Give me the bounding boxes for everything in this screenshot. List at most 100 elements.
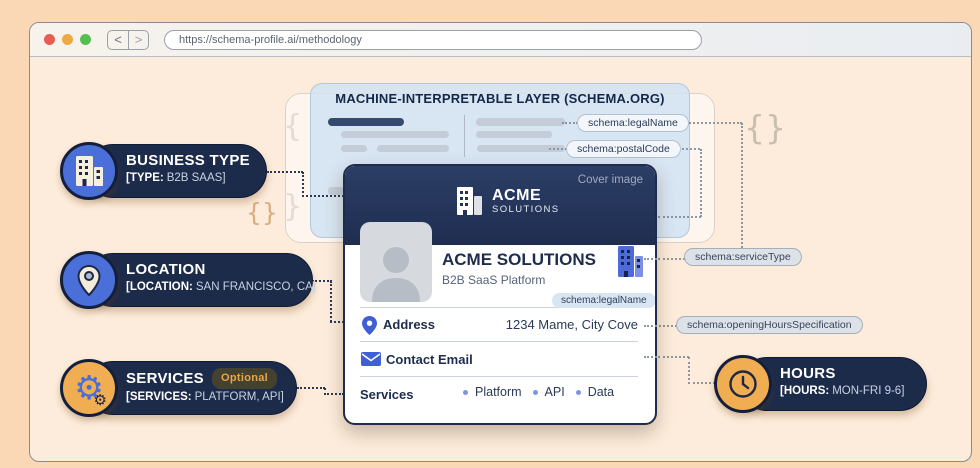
service-item: API bbox=[532, 385, 565, 399]
hours-pill: HOURS [HOURS:MON-FRI 9-6] bbox=[714, 355, 927, 413]
bullet-dot bbox=[532, 389, 538, 395]
connector-legalname bbox=[741, 123, 743, 248]
envelope-icon bbox=[361, 352, 381, 366]
card-divider bbox=[360, 376, 638, 377]
building-icon bbox=[76, 156, 103, 186]
pill-meta: [TYPE:B2B SAAS] bbox=[126, 172, 226, 184]
connector-servicetype bbox=[658, 258, 685, 260]
connector-openinghours bbox=[659, 325, 677, 327]
connector-hours bbox=[688, 382, 715, 384]
bullet-dot bbox=[575, 389, 581, 395]
placeholder-bar bbox=[377, 145, 449, 152]
pill-text: BUSINESS TYPE [TYPE:B2B SAAS] bbox=[126, 151, 250, 186]
services-label: Services bbox=[360, 387, 414, 402]
placeholder-bar bbox=[328, 187, 344, 195]
building-icon bbox=[457, 187, 482, 215]
connector-business-type bbox=[267, 171, 303, 173]
services-icon-circle: ⚙ ⚙ bbox=[60, 359, 118, 417]
logo-name: ACME bbox=[492, 187, 542, 204]
company-tagline: B2B SaaS Platform bbox=[442, 273, 546, 287]
back-button[interactable]: < bbox=[108, 31, 128, 49]
connector-postalcode bbox=[700, 149, 702, 217]
connector-services bbox=[324, 388, 326, 395]
hours-icon-circle bbox=[714, 355, 772, 413]
services-list: Platform API Data bbox=[463, 385, 614, 399]
card-logo: ACME SOLUTIONS bbox=[455, 184, 560, 218]
pill-background bbox=[86, 144, 267, 198]
card-divider bbox=[360, 307, 638, 308]
pill-meta: [HOURS:MON-FRI 9-6] bbox=[780, 385, 905, 397]
brace-pair-decoration-left: {} bbox=[246, 198, 278, 227]
close-window-button[interactable] bbox=[44, 34, 55, 45]
address-label: Address bbox=[383, 317, 436, 332]
pill-title: HOURS bbox=[780, 365, 836, 382]
connector-legalname bbox=[678, 122, 742, 124]
connector-location bbox=[330, 281, 332, 322]
address-value: 1234 Mame, City Cove bbox=[505, 317, 638, 332]
machine-layer-title: MACHINE-INTERPRETABLE LAYER (SCHEMA.ORG) bbox=[335, 91, 665, 106]
company-name: ACME SOLUTIONS bbox=[442, 250, 596, 269]
pill-meta: [LOCATION:SAN FRANCISCO, CA] bbox=[126, 281, 316, 293]
connector-hours bbox=[688, 357, 690, 384]
bullet-dot bbox=[463, 389, 468, 395]
connector-postalcode bbox=[549, 148, 567, 150]
placeholder-bar bbox=[477, 145, 565, 152]
clock-icon bbox=[729, 370, 757, 398]
connector-legalname bbox=[562, 122, 578, 124]
pill-background bbox=[86, 253, 313, 307]
person-icon bbox=[372, 247, 420, 302]
gear-icon: ⚙ bbox=[93, 391, 107, 409]
panel-divider bbox=[464, 115, 465, 157]
location-icon-circle bbox=[60, 251, 118, 309]
placeholder-bar bbox=[328, 118, 404, 126]
pill-title: BUSINESS TYPE bbox=[126, 152, 250, 169]
schema-openinghours-tag: schema:openingHoursSpecification bbox=[676, 316, 863, 334]
url-bar[interactable]: https://schema-profile.ai/methodology bbox=[164, 29, 702, 50]
connector-services bbox=[297, 387, 325, 389]
service-item: Data bbox=[575, 385, 614, 399]
gear-icon: ⚙ bbox=[74, 367, 104, 407]
building-icon bbox=[618, 246, 643, 277]
avatar bbox=[360, 222, 432, 302]
browser-chrome: < > https://schema-profile.ai/methodolog… bbox=[30, 23, 971, 57]
schema-postalcode-tag: schema:postalCode bbox=[566, 140, 681, 158]
connector-servicetype bbox=[644, 258, 657, 260]
placeholder-bar bbox=[476, 118, 565, 126]
business-profile-card: Cover image ACME SOLUTIONS bbox=[343, 164, 657, 425]
connector-business-type bbox=[302, 172, 304, 197]
cover-image-label: Cover image bbox=[577, 174, 643, 186]
service-item: Platform bbox=[463, 385, 522, 399]
location-pill: LOCATION [LOCATION:SAN FRANCISCO, CA] bbox=[60, 251, 316, 309]
optional-badge: Optional bbox=[212, 368, 278, 389]
pill-title: LOCATION bbox=[126, 261, 206, 278]
brace-pair-decoration-right: {} bbox=[744, 108, 786, 147]
pill-text: HOURS [HOURS:MON-FRI 9-6] bbox=[780, 364, 904, 399]
business-type-icon-circle bbox=[60, 142, 118, 200]
connector-postalcode bbox=[669, 148, 700, 150]
map-pin-icon bbox=[77, 264, 101, 296]
minimize-window-button[interactable] bbox=[62, 34, 73, 45]
connector-openinghours bbox=[644, 325, 657, 327]
nav-buttons: < > bbox=[107, 29, 149, 50]
placeholder-bar bbox=[341, 145, 367, 152]
schema-legalname-tag: schema:legalName bbox=[577, 114, 689, 132]
map-pin-icon bbox=[362, 316, 377, 335]
placeholder-bar bbox=[476, 131, 552, 138]
business-type-pill: BUSINESS TYPE [TYPE:B2B SAAS] bbox=[60, 142, 267, 200]
connector-postalcode bbox=[658, 216, 701, 218]
connector-hours bbox=[644, 356, 657, 358]
connector-location bbox=[312, 280, 332, 282]
connector-services bbox=[324, 393, 344, 395]
pill-meta: [SERVICES:PLATFORM, API] bbox=[126, 391, 284, 403]
connector-hours bbox=[658, 356, 689, 358]
schema-legalname-tag-card: schema:legalName bbox=[552, 293, 655, 308]
zoom-window-button[interactable] bbox=[80, 34, 91, 45]
logo-subtitle: SOLUTIONS bbox=[492, 204, 560, 215]
forward-button[interactable]: > bbox=[128, 30, 148, 49]
card-divider bbox=[360, 341, 638, 342]
pill-text: LOCATION [LOCATION:SAN FRANCISCO, CA] bbox=[126, 260, 316, 295]
